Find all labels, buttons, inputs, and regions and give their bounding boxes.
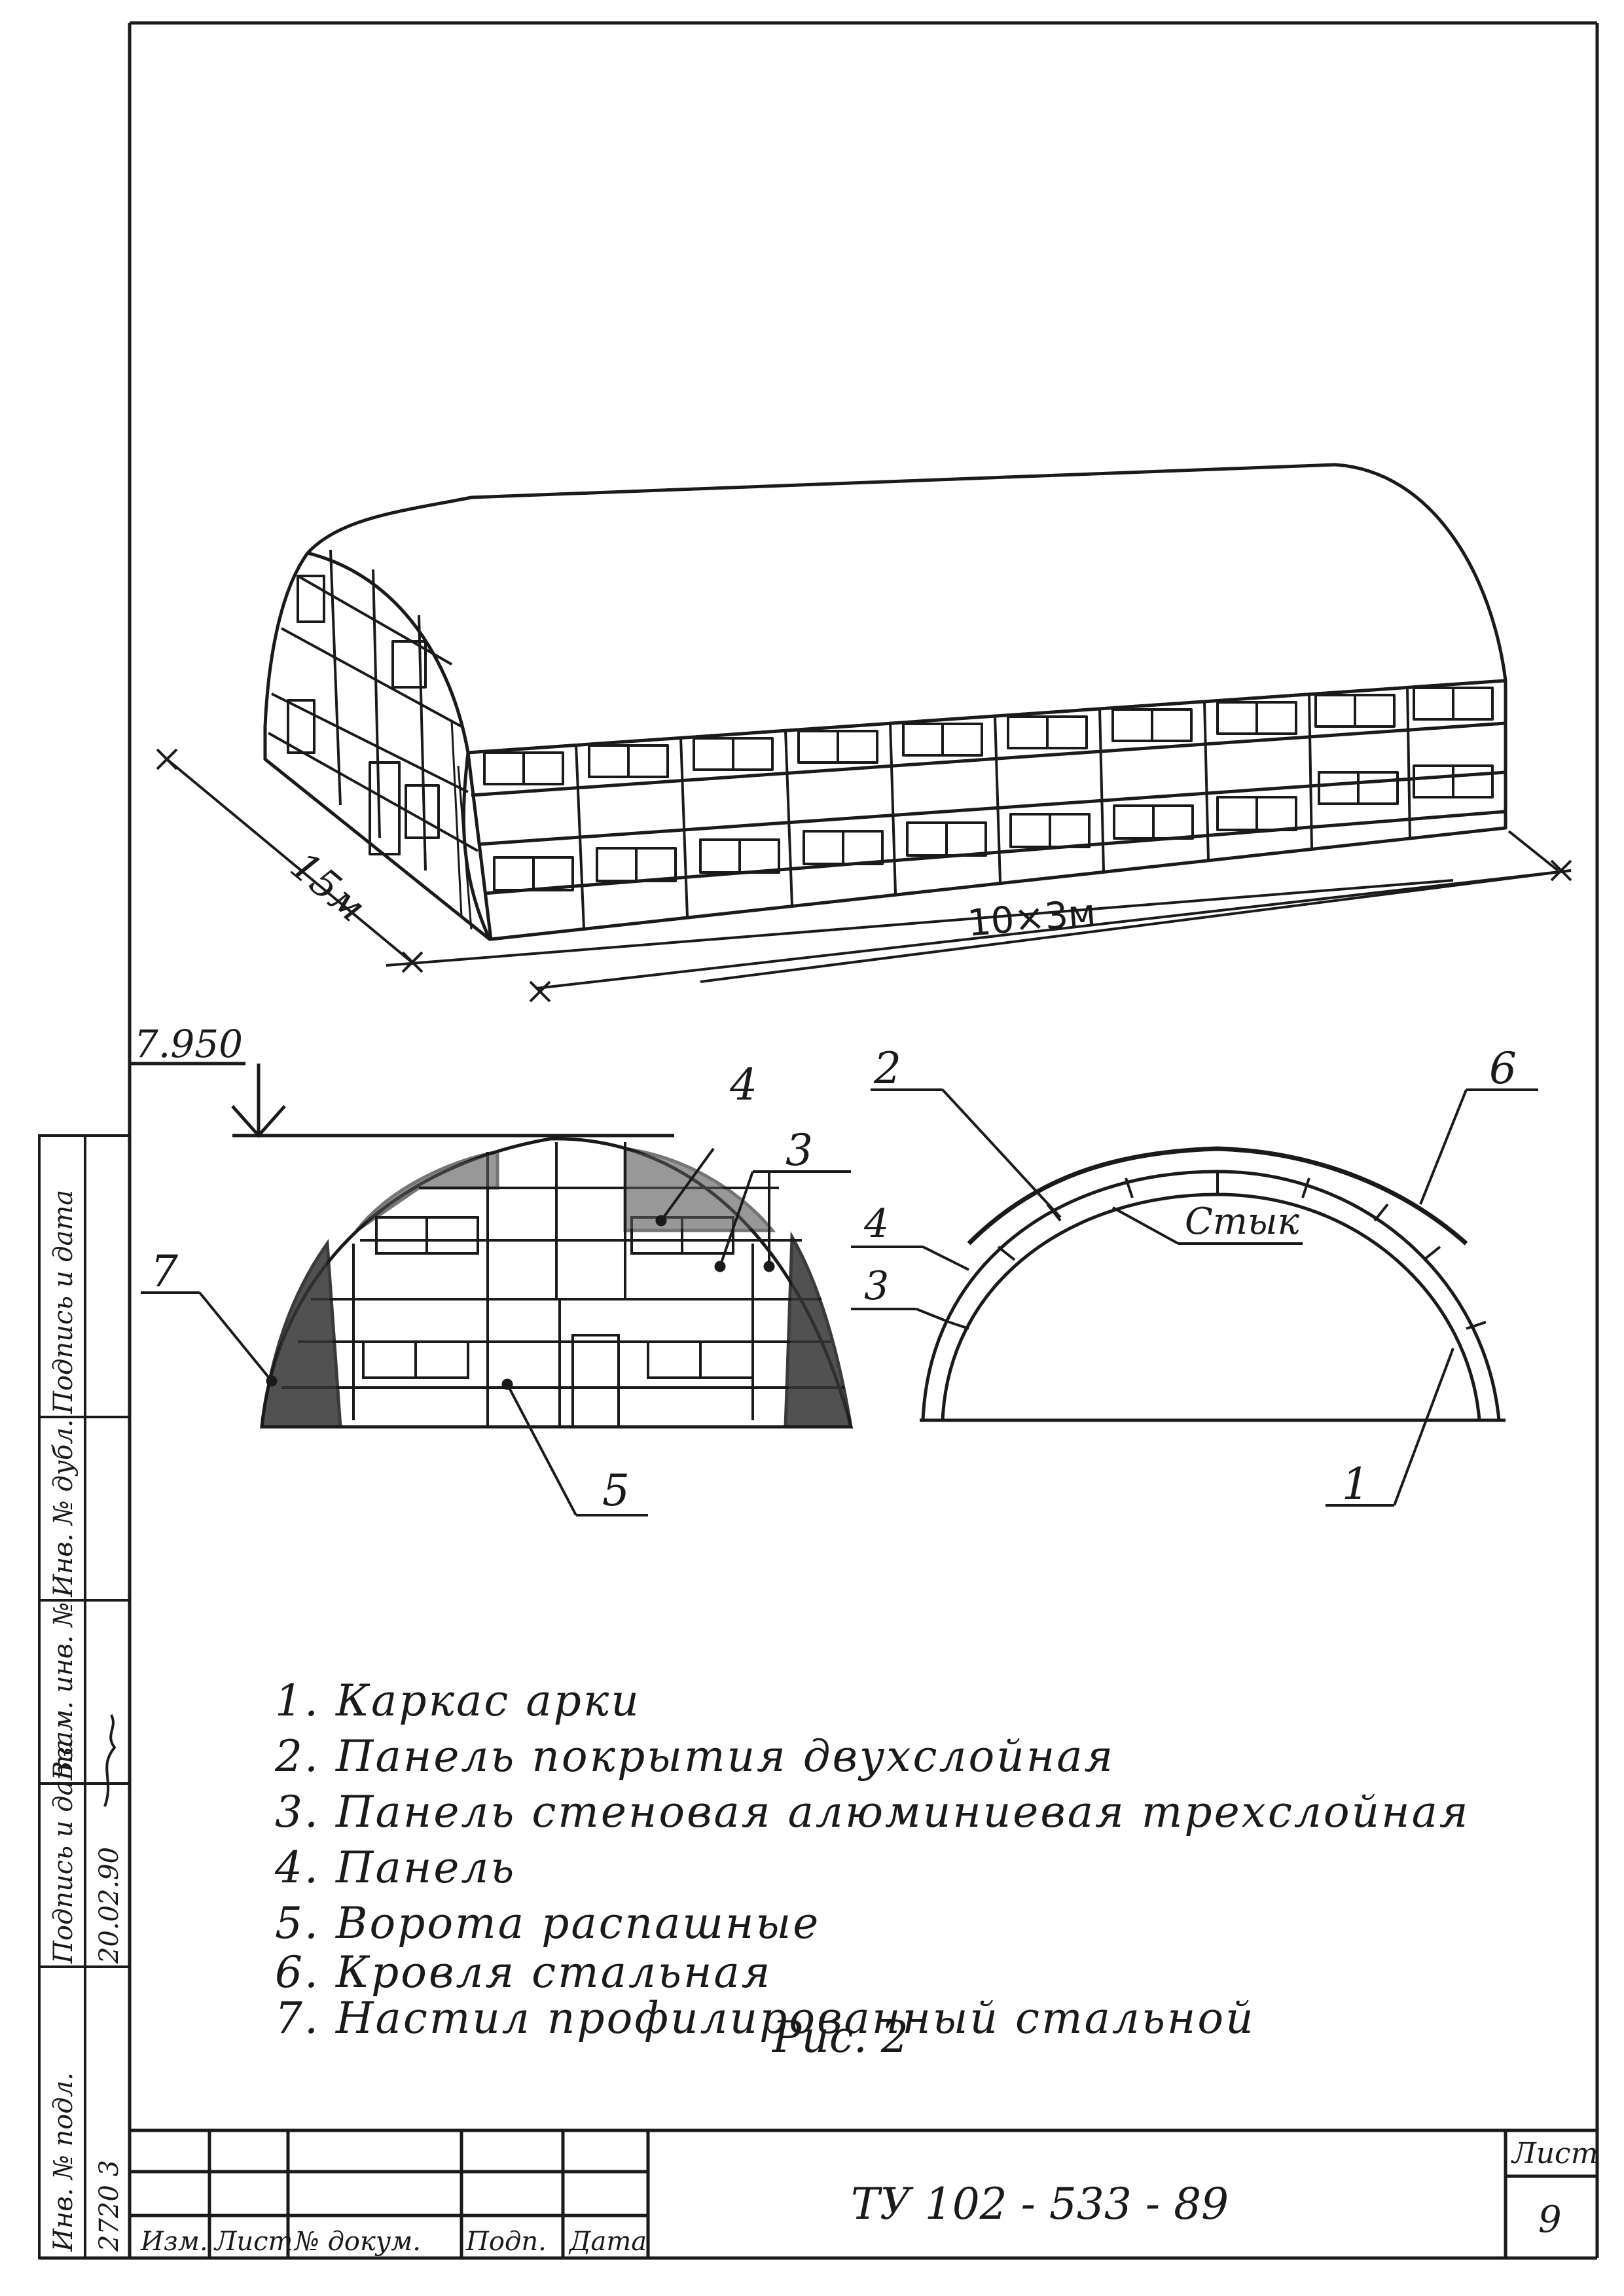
facade-windows-upper xyxy=(483,687,1494,785)
col-signature: Подп. xyxy=(465,2227,547,2257)
figure-caption: Рис. 2 xyxy=(772,2012,909,2062)
callout-5: 5 xyxy=(602,1465,630,1516)
legend-item-4: 4. Панель xyxy=(275,1842,516,1893)
stamp-sign-date-2: Подпись и дата xyxy=(48,1190,79,1414)
callout-3-section: 3 xyxy=(864,1263,889,1309)
roof-steel xyxy=(967,1146,1468,1246)
width-dimension-label: 15м xyxy=(281,843,374,931)
callout-4-gable: 4 xyxy=(729,1060,757,1110)
stamp-inv-orig: Инв. № подл. xyxy=(48,2072,79,2252)
iso-dimensions xyxy=(156,748,1572,1003)
stamp-date-value: 20.02.90 xyxy=(94,1847,124,1964)
callout-2: 2 xyxy=(873,1043,901,1094)
facade-windows-lower xyxy=(493,764,1494,891)
legend-item-5: 5. Ворота распашные xyxy=(275,1898,821,1948)
col-sheet: Лист xyxy=(213,2227,293,2257)
callout-3-gable: 3 xyxy=(785,1125,813,1175)
sheet-number: 9 xyxy=(1538,2198,1562,2241)
stamp-sign-date-1: Подпись и дата xyxy=(48,1740,79,1964)
col-date: Дата xyxy=(568,2227,647,2257)
isometric-view xyxy=(263,463,1507,941)
stamp-replace-inv: Взам. инв. № xyxy=(48,1602,79,1781)
gable-elevation xyxy=(131,1062,854,1516)
side-stamp xyxy=(38,1134,131,2259)
legend-item-3: 3. Панель стеновая алюминиевая трехслойн… xyxy=(275,1787,1470,1837)
stamp-inv-value: 2720 3 xyxy=(94,2160,124,2252)
stamp-signature xyxy=(103,1714,117,1807)
stamp-inv-dup: Инв. № дубл. xyxy=(48,1419,79,1598)
legend-item-1: 1. Каркас арки xyxy=(275,1676,641,1726)
length-dimension-label: 10×3м xyxy=(966,891,1098,945)
elevation-mark: 7.950 xyxy=(134,1022,243,1066)
arch-section xyxy=(851,1088,1538,1507)
col-change: Изм. xyxy=(140,2227,208,2257)
document-designation: ТУ 102 - 533 - 89 xyxy=(851,2179,1229,2229)
joint-label: Стык xyxy=(1185,1200,1300,1243)
legend-item-6: 6. Кровля стальная xyxy=(275,1947,772,1998)
col-doc-no: № докум. xyxy=(293,2227,421,2257)
legend-item-7: 7. Настил профилированный стальной xyxy=(275,1993,1255,2043)
callout-4-section: 4 xyxy=(863,1201,889,1247)
callout-7: 7 xyxy=(151,1246,178,1297)
callout-1: 1 xyxy=(1342,1459,1369,1509)
title-block xyxy=(130,2128,1597,2258)
callout-6: 6 xyxy=(1489,1043,1517,1094)
sheet-label: Лист xyxy=(1511,2137,1598,2170)
legend-item-2: 2. Панель покрытия двухслойная xyxy=(275,1731,1115,1782)
